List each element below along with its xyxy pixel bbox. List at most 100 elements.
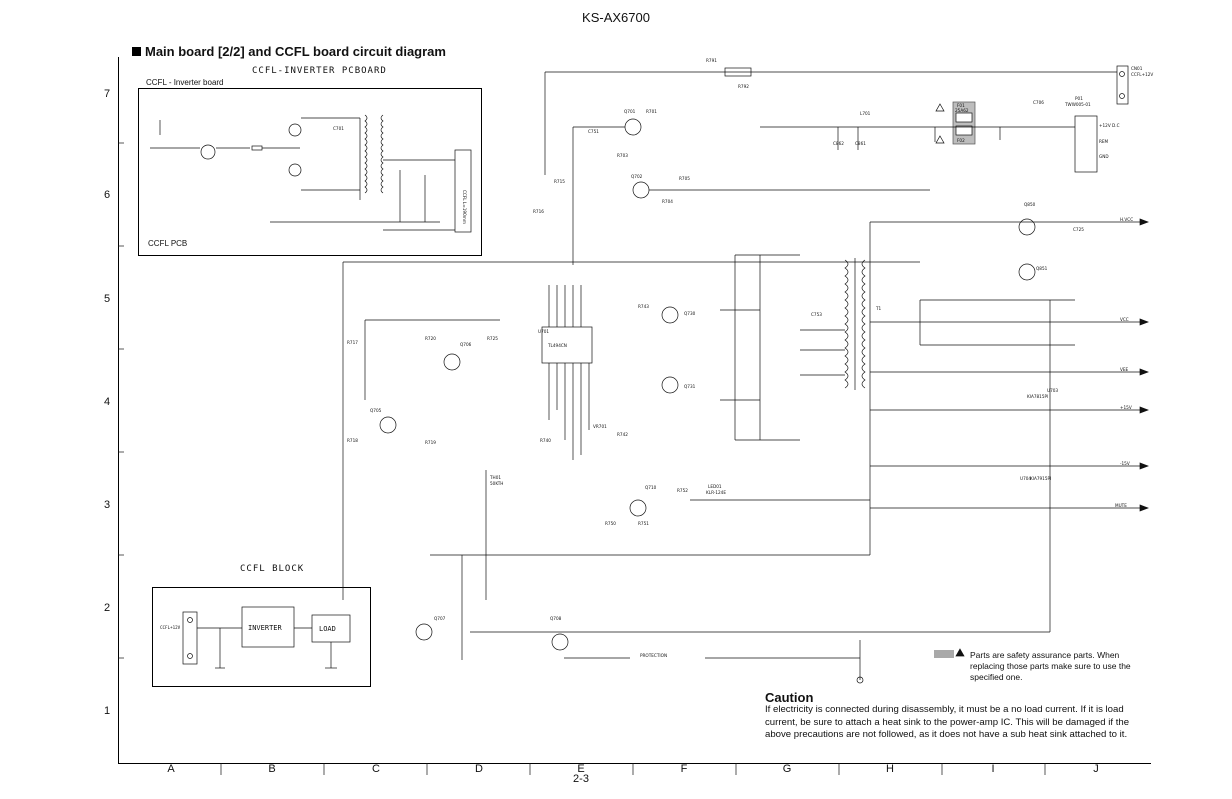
q701-label: Q701 [624, 109, 636, 114]
ccfl-block-heading: CCFL BLOCK [240, 564, 305, 574]
q730-label: Q730 [684, 311, 696, 316]
ccfl-block-inverter: INVERTER [248, 624, 283, 632]
caution-text: If electricity is connected during disas… [765, 704, 1130, 740]
c753-label: C753 [811, 312, 822, 317]
q851-label: Q851 [1036, 266, 1048, 271]
col-label-d: D [475, 763, 483, 775]
net-hvcc-label: H.VCC [1120, 217, 1133, 222]
r752-label: R752 [677, 488, 688, 493]
q731-label: Q731 [684, 384, 696, 389]
q710-label: Q710 [645, 485, 657, 490]
col-label-h: H [886, 763, 894, 775]
net-mute-label: MUTE [1115, 503, 1127, 508]
col-label-i: I [991, 763, 995, 775]
page-number: 2-3 [573, 773, 589, 785]
cn01-note: CCFL+12V [1131, 72, 1153, 77]
p01-label: P01 [1075, 96, 1083, 101]
ccfl-block-connector: CCFL+12V [160, 625, 181, 630]
u701-label: U701 [538, 329, 549, 334]
c861-label: C861 [855, 141, 866, 146]
col-label-c: C [372, 763, 380, 775]
vr701-label: VR701 [593, 424, 607, 429]
r750-label: R750 [605, 521, 616, 526]
r701-label: R701 [646, 109, 657, 114]
l701-label: L701 [860, 111, 871, 116]
fuse-f01-label: F01 [957, 103, 965, 108]
row-label-1: 1 [104, 705, 111, 717]
r717-label: R717 [347, 340, 358, 345]
r791-label: R791 [706, 58, 717, 63]
q850-label: Q850 [1024, 202, 1036, 207]
safety-swatch [934, 650, 954, 658]
fuse-spec-label: 25A62 [955, 108, 969, 113]
col-label-f: F [680, 763, 688, 775]
c862-label: C862 [833, 141, 844, 146]
terminal-12v-label: +12V D.C [1099, 123, 1120, 128]
r704-label: R704 [662, 199, 673, 204]
q705-label: Q705 [370, 408, 382, 413]
r740-label: R740 [540, 438, 551, 443]
row-label-5: 5 [104, 293, 111, 305]
row-label-6: 6 [104, 189, 111, 201]
r725-label: R725 [487, 336, 498, 341]
r703-label: R703 [617, 153, 628, 158]
net-vcc-label: VCC [1120, 317, 1129, 322]
ccfl-block-box [152, 587, 371, 687]
col-label-j: J [1093, 763, 1099, 775]
q707-label: Q707 [434, 616, 446, 621]
net-m15-label: -15V [1120, 461, 1130, 466]
q706-label: Q706 [460, 342, 472, 347]
row-label-4: 4 [104, 396, 111, 408]
r718-label: R718 [347, 438, 358, 443]
c725-label: C725 [1073, 227, 1084, 232]
th01-label: TH01 [489, 475, 501, 480]
r716-label: R716 [533, 209, 544, 214]
led01-label: LED01 [708, 484, 722, 489]
safety-note: Parts are safety assurance parts. When r… [934, 650, 1134, 683]
model-name: KS-AX6700 [582, 10, 650, 25]
title-bullet [132, 47, 141, 56]
ccfl-block-load: LOAD [319, 625, 336, 633]
r792-label: R792 [738, 84, 749, 89]
net-protection-label: PROTECTION [640, 653, 667, 658]
q708-label: Q708 [550, 616, 562, 621]
u704-label: U704 [1020, 476, 1031, 481]
ccfl-board-heading: CCFL-INVERTER PCBOARD [252, 66, 387, 76]
q702-label: Q702 [631, 174, 643, 179]
col-label-b: B [268, 763, 276, 775]
terminal-gnd-label: GND [1099, 154, 1109, 159]
row-label-2: 2 [104, 602, 111, 614]
col-label-g: G [782, 763, 792, 775]
ccfl-pcb-label: CCFL PCB [148, 239, 188, 248]
ccfl-board-subtitle: CCFL - Inverter board [146, 78, 224, 87]
p01-part: TWW005-01 [1064, 102, 1091, 107]
led01-part: KLR-124E [706, 490, 726, 495]
page-title: Main board [2/2] and CCFL board circuit … [132, 44, 446, 59]
fuse-f02-label: F02 [957, 138, 965, 143]
r715-label: R715 [554, 179, 565, 184]
row-label-7: 7 [104, 88, 111, 100]
th01-value: 50KTH [490, 481, 503, 486]
cn01-label: CN01 [1131, 66, 1143, 71]
diagram-frame [118, 57, 1151, 764]
r751-label: R751 [638, 521, 649, 526]
ccfl-lamp-label: CCFL L=190mm [462, 190, 467, 224]
r705-label: R705 [679, 176, 690, 181]
r742-label: R742 [617, 432, 628, 437]
r720-label: R720 [425, 336, 436, 341]
terminal-rem-label: REM [1099, 139, 1109, 144]
u704-part: KIA7915PI [1030, 476, 1051, 481]
c701-label: C701 [333, 126, 344, 131]
page-title-text: Main board [2/2] and CCFL board circuit … [145, 44, 446, 59]
r743-label: R743 [638, 304, 649, 309]
caution-heading: Caution [765, 690, 814, 705]
u701-part: TL494CN [547, 343, 567, 348]
net-p15-label: +15V [1120, 405, 1132, 410]
t1-label: T1 [875, 306, 882, 311]
col-label-a: A [167, 763, 175, 775]
net-vee-label: VEE [1120, 367, 1129, 372]
ccfl-board-box [138, 88, 482, 256]
c706-label: C706 [1033, 100, 1044, 105]
safety-note-text: Parts are safety assurance parts. When r… [970, 650, 1131, 682]
col-label-e: E [577, 763, 585, 775]
